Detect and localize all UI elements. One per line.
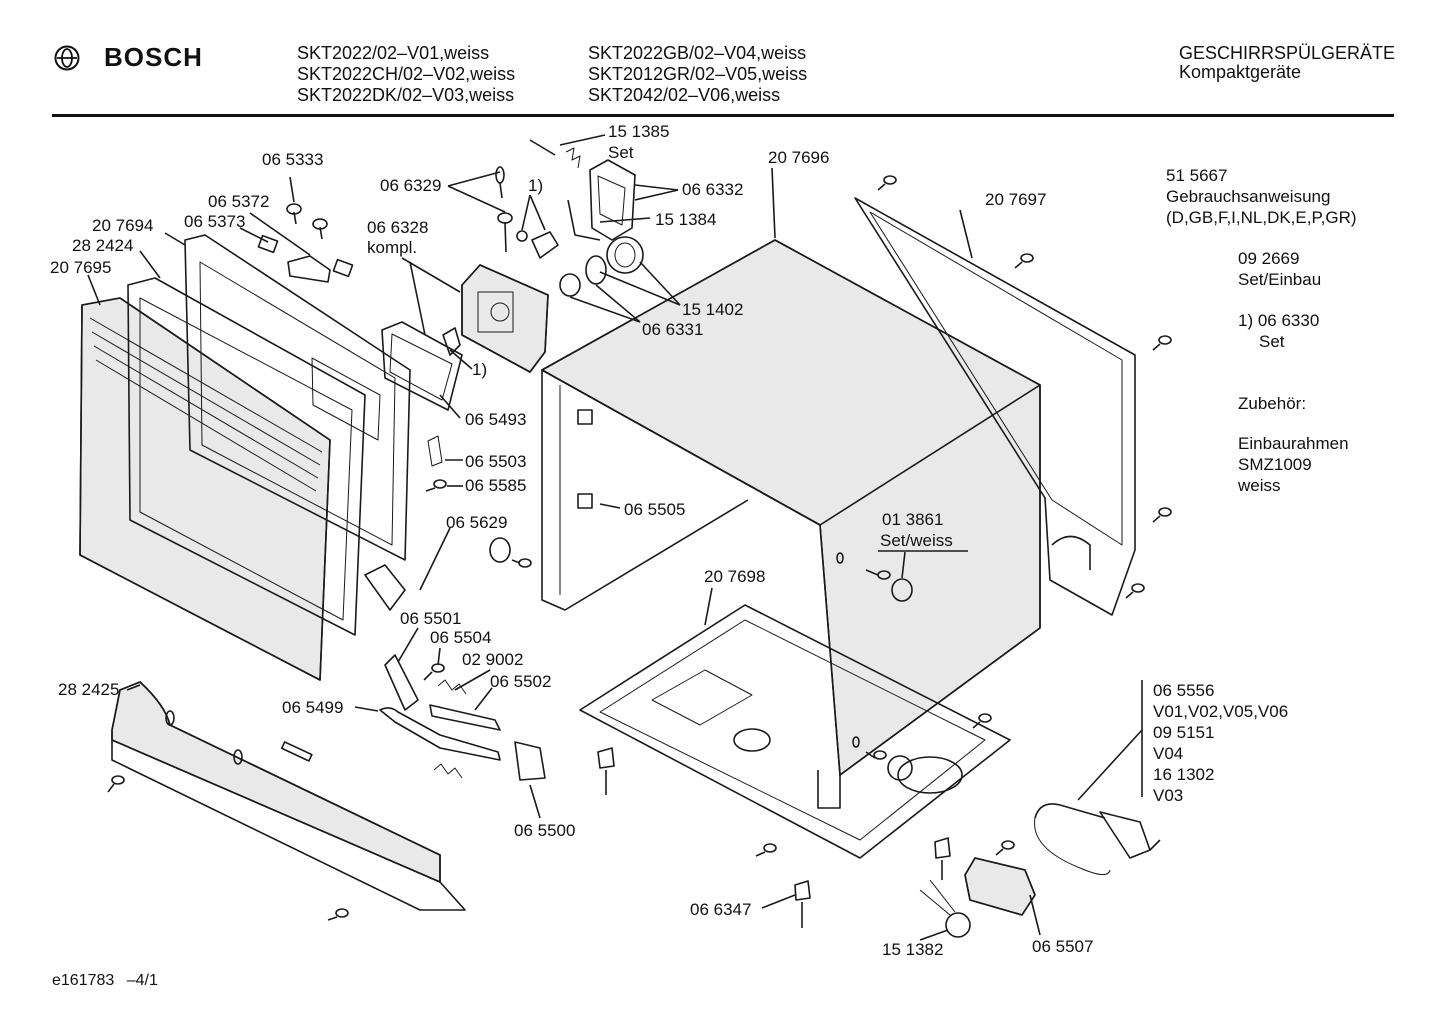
part-label: 15 1384 — [655, 210, 717, 229]
cable-part-number: 09 5151 — [1153, 723, 1215, 742]
accessory-frame-note: Einbaurahmen SMZ1009 weiss — [1238, 433, 1349, 496]
part-label: 20 7696 — [768, 148, 830, 167]
frame-color: weiss — [1238, 476, 1281, 495]
part-label: 06 5507 — [1032, 937, 1094, 956]
plinth-panel — [111, 681, 466, 911]
model-line: SKT2022CH/02–V02,weiss — [297, 64, 516, 84]
cable-variant-models: V04 — [1153, 744, 1184, 763]
part-label: 02 9002 — [462, 650, 524, 669]
cable-variant-models: V03 — [1153, 786, 1184, 805]
part-label-note: Set/weiss — [880, 531, 953, 550]
part-label: 06 6347 — [690, 900, 752, 919]
footnote-note: 1) 06 6330 Set — [1238, 310, 1319, 352]
detergent-dispenser — [461, 264, 549, 373]
part-label: 06 5585 — [465, 476, 527, 495]
part-label: 20 7697 — [985, 190, 1047, 209]
front-door-panel — [79, 297, 331, 681]
header-divider — [52, 114, 1394, 117]
install-set-note: 09 2669 Set/Einbau — [1238, 248, 1321, 290]
cable-part-number: 16 1302 — [1153, 765, 1215, 784]
screw-icon — [286, 203, 328, 240]
part-label: 06 5373 — [184, 212, 246, 231]
part-label: 06 5629 — [446, 513, 508, 532]
frame-part-number: SMZ1009 — [1238, 455, 1312, 474]
sheet-number: –4/1 — [126, 972, 158, 989]
part-label: 06 5503 — [465, 452, 527, 471]
part-label: 06 5493 — [465, 410, 527, 429]
model-line: SKT2022GB/02–V04,weiss — [588, 43, 807, 63]
product-category: GESCHIRRSPÜLGERÄTE Kompaktgeräte — [1179, 43, 1395, 83]
model-line: SKT2042/02–V06,weiss — [588, 85, 781, 105]
model-list-2: SKT2022GB/02–V04,weiss SKT2012GR/02–V05,… — [588, 43, 807, 106]
bosch-logo-icon — [54, 45, 80, 71]
part-label: 06 5499 — [282, 698, 344, 717]
screw-icon — [107, 175, 1172, 921]
part-label: 06 6331 — [642, 320, 704, 339]
manual-title: Gebrauchsanweisung — [1166, 187, 1331, 206]
model-line: SKT2012GR/02–V05,weiss — [588, 64, 808, 84]
door-gasket — [127, 277, 366, 636]
manual-note: 51 5667 Gebrauchsanweisung (D,GB,F,I,NL,… — [1166, 165, 1357, 228]
footnote-part-number: 1) 06 6330 — [1238, 311, 1320, 330]
part-label-note: Set — [608, 143, 634, 162]
part-label: 06 5501 — [400, 609, 462, 628]
frame-name: Einbaurahmen — [1238, 434, 1349, 453]
category-subtitle: Kompaktgeräte — [1179, 62, 1302, 82]
accessories-title: Zubehör: — [1238, 394, 1307, 413]
footnote-title: Set — [1259, 332, 1285, 351]
model-line: SKT2022/02–V01,weiss — [297, 43, 490, 63]
part-label: 15 1402 — [682, 300, 744, 319]
install-set-title: Set/Einbau — [1238, 270, 1322, 289]
part-label: 15 1382 — [882, 940, 944, 959]
part-label: 06 5333 — [262, 150, 324, 169]
install-part-number: 09 2669 — [1238, 249, 1300, 268]
power-cable — [1034, 803, 1161, 875]
model-list-1: SKT2022/02–V01,weiss SKT2022CH/02–V02,we… — [297, 43, 515, 106]
footnote-marker: 1) — [472, 360, 488, 379]
part-label: 28 2425 — [58, 680, 120, 699]
cable-variants: 06 5556 V01,V02,V05,V06 09 5151 V04 16 1… — [1153, 680, 1288, 806]
part-label: 06 5502 — [490, 672, 552, 691]
brand-name: BOSCH — [104, 42, 203, 72]
part-label: 06 6332 — [682, 180, 744, 199]
cable-variant-models: V01,V02,V05,V06 — [1153, 702, 1289, 721]
part-label: 06 5505 — [624, 500, 686, 519]
dishwasher-cabinet — [541, 239, 1041, 809]
model-line: SKT2022DK/02–V03,weiss — [297, 85, 515, 105]
drawing-number: e161783 — [52, 972, 115, 989]
part-label: 06 5500 — [514, 821, 576, 840]
base-plate — [579, 604, 1011, 859]
side-panel — [854, 197, 1136, 616]
part-label: 06 5504 — [430, 628, 492, 647]
leader-lines — [87, 134, 1143, 941]
category-title: GESCHIRRSPÜLGERÄTE — [1179, 43, 1396, 63]
inner-door — [184, 234, 411, 561]
part-label: 06 6328 — [367, 218, 429, 237]
part-label: 20 7694 — [92, 216, 154, 235]
part-label-note: kompl. — [367, 238, 418, 257]
part-label: 06 6329 — [380, 176, 442, 195]
part-label: 28 2424 — [72, 236, 134, 255]
part-label: 20 7695 — [50, 258, 112, 277]
drawing-id: e161783 –4/1 — [52, 972, 158, 990]
cable-part-number: 06 5556 — [1153, 681, 1215, 700]
manual-languages: (D,GB,F,I,NL,DK,E,P,GR) — [1166, 208, 1357, 227]
part-label: 06 5372 — [208, 192, 270, 211]
footnote-marker: 1) — [528, 176, 544, 195]
manual-part-number: 51 5667 — [1166, 166, 1228, 185]
part-label: 15 1385 — [608, 122, 670, 141]
part-label: 20 7698 — [704, 567, 766, 586]
part-label: 01 3861 — [882, 510, 944, 529]
